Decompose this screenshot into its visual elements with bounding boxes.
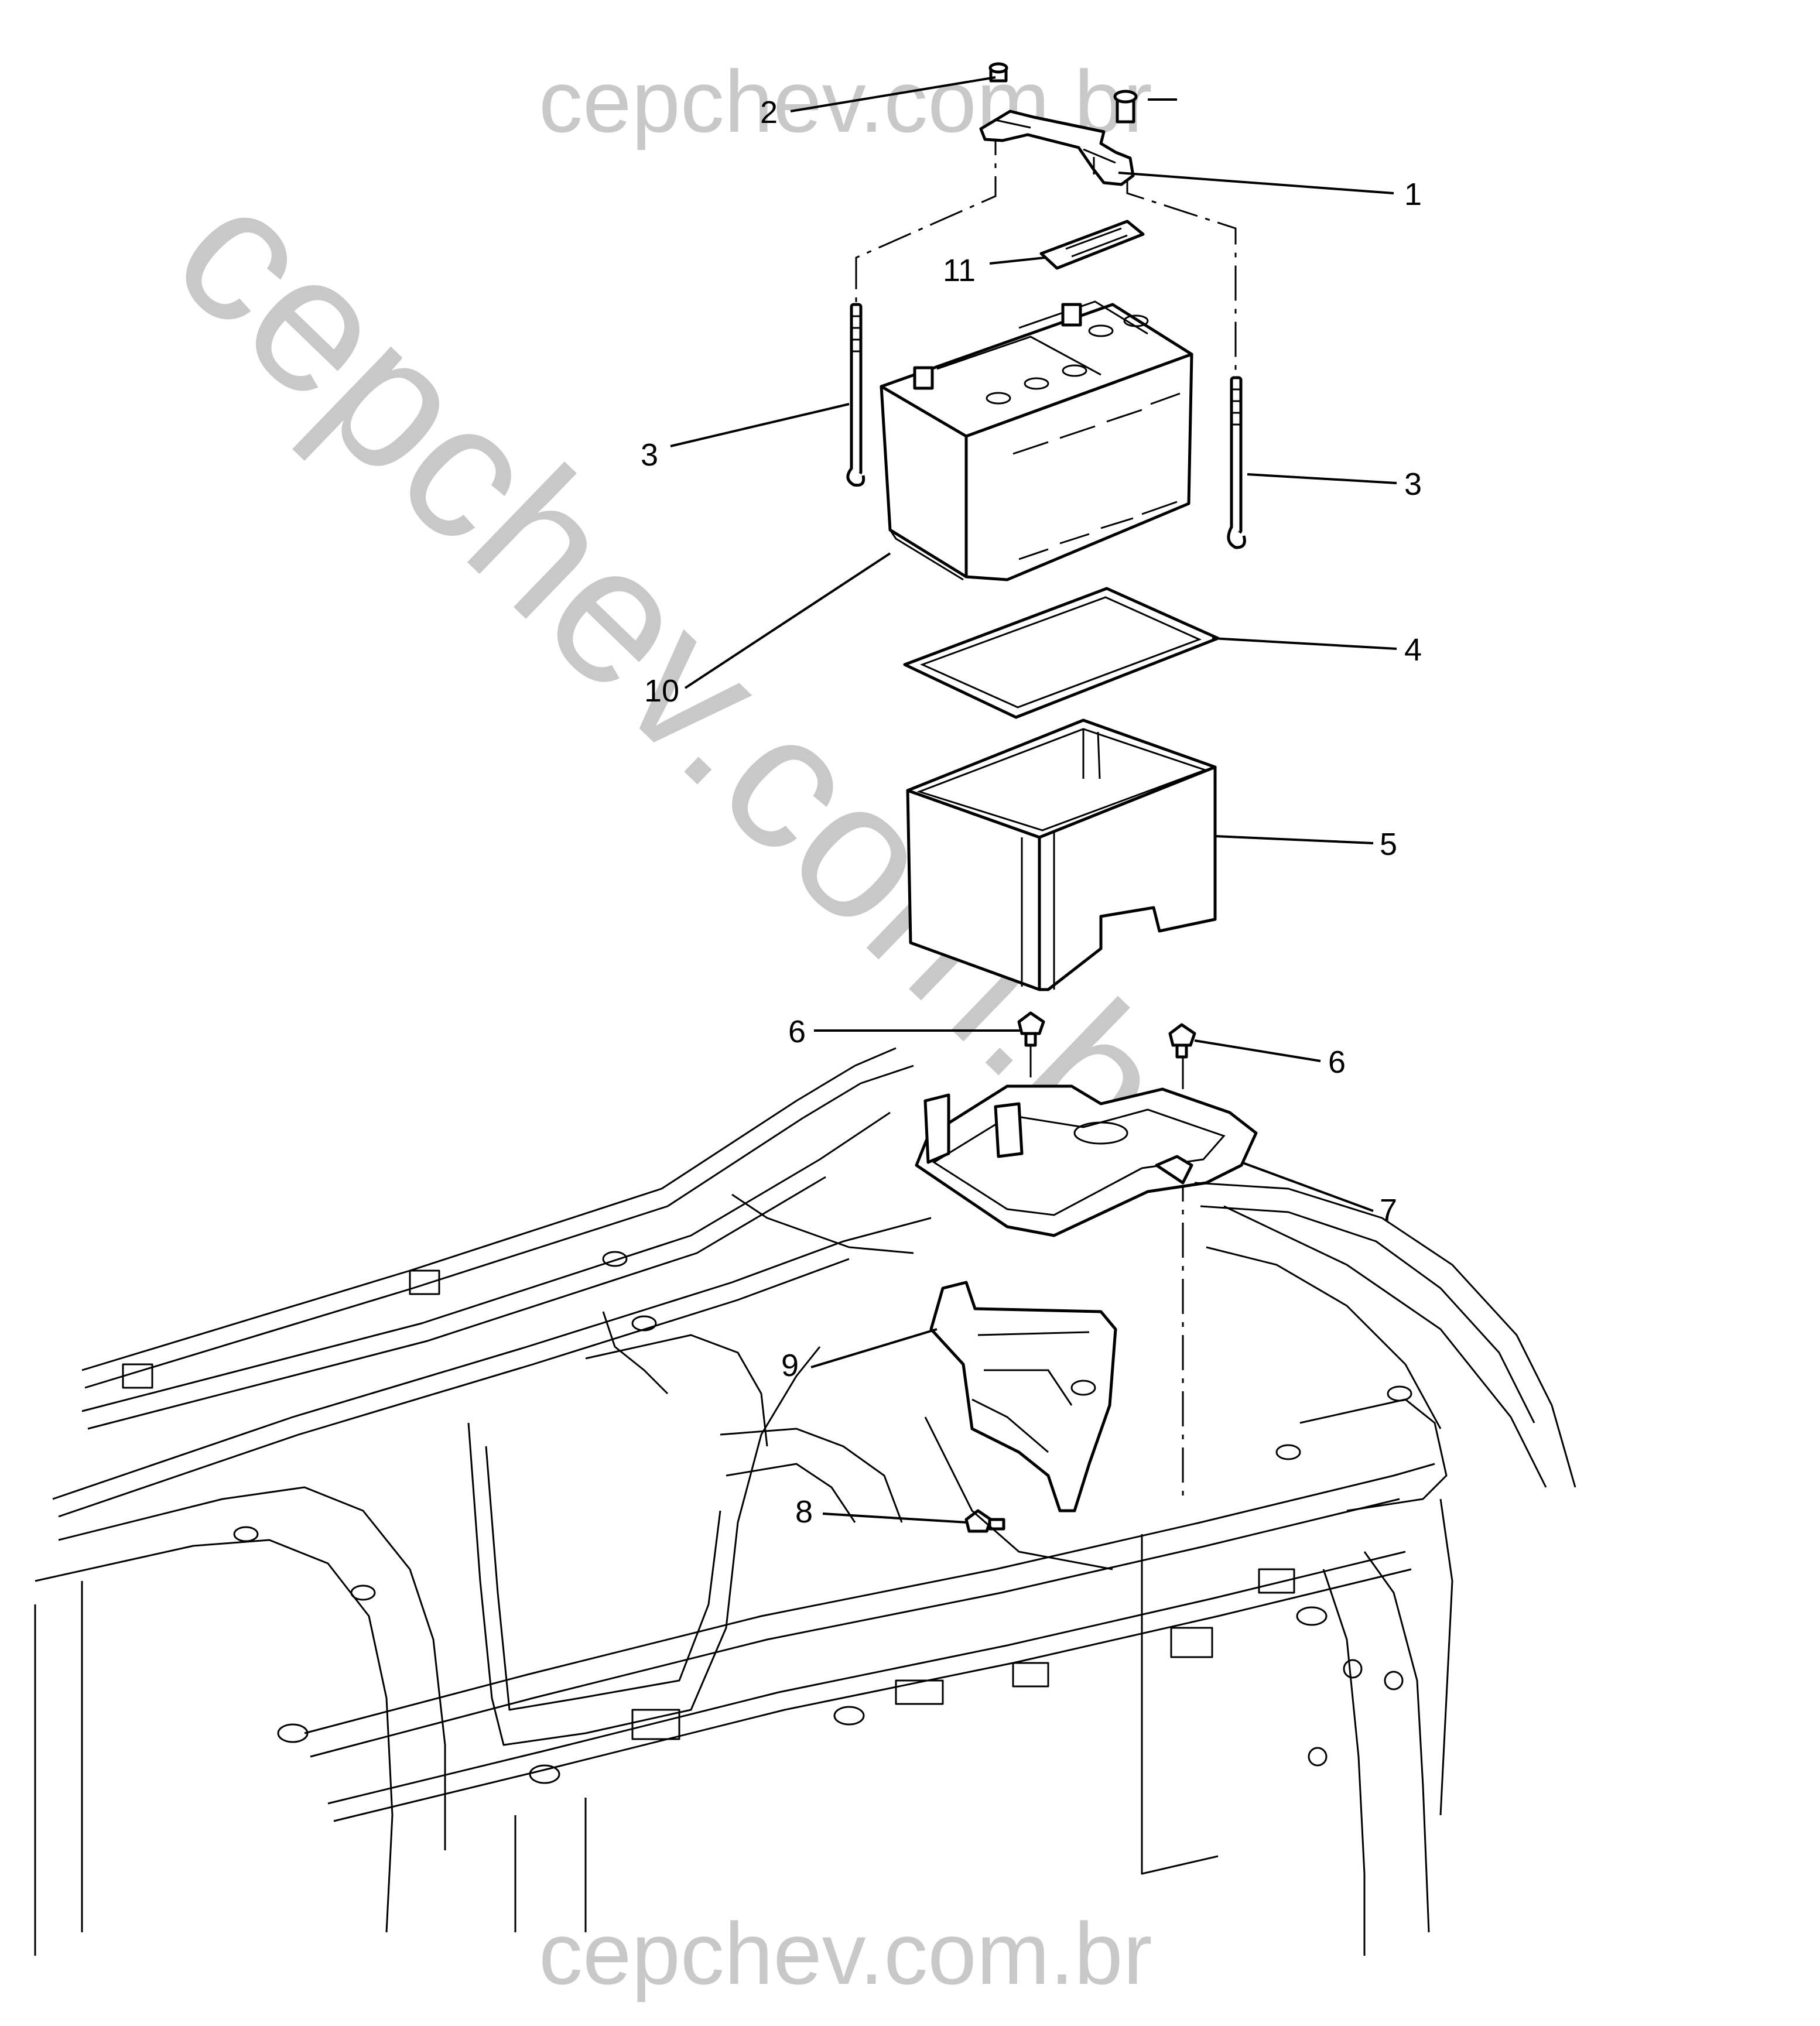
watermark-bottom: cepchev.com.br [539, 1904, 1152, 2003]
callout-5: 5 [1380, 827, 1397, 862]
callout-1: 1 [1404, 177, 1422, 212]
callout-3-left: 3 [641, 437, 658, 473]
callout-10: 10 [644, 673, 679, 709]
leader-lines [670, 76, 1397, 1524]
callout-4: 4 [1404, 632, 1422, 668]
battery-insulator-mat [903, 587, 1220, 719]
battery-tray [915, 1084, 1258, 1237]
callout-3-right: 3 [1404, 467, 1422, 502]
callout-labels: 1 2 3 3 4 5 6 6 7 8 9 10 11 [641, 95, 1422, 1529]
tray-bolt-left [1017, 1011, 1045, 1047]
tray-bolt-right [1168, 1023, 1196, 1059]
callout-11: 11 [943, 253, 976, 288]
callout-2: 2 [760, 95, 778, 130]
battery-hold-down-bracket [979, 90, 1138, 186]
callout-9: 9 [781, 1348, 799, 1383]
battery-label [1039, 220, 1145, 270]
battery-insulator-box [906, 718, 1217, 991]
battery-tray-support [929, 1281, 1117, 1512]
callout-7: 7 [1380, 1193, 1397, 1228]
battery [880, 300, 1193, 581]
vehicle-front-structure [34, 1047, 1576, 1956]
callout-6-right: 6 [1328, 1045, 1346, 1080]
callout-6-left: 6 [788, 1014, 806, 1049]
callout-8: 8 [795, 1494, 813, 1529]
hold-down-rod-right [1227, 376, 1246, 549]
hold-down-rod-left [846, 303, 865, 487]
